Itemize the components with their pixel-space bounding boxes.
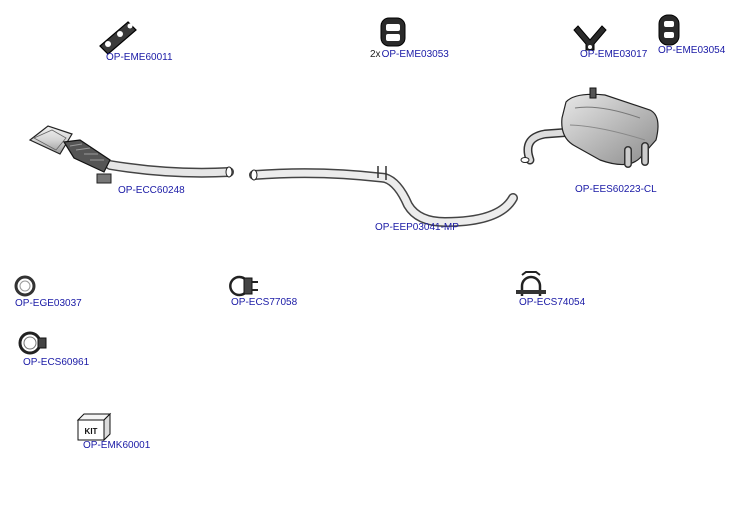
part-label-ees60223-cl[interactable]: OP-EES60223-CL [575, 184, 657, 195]
part-label-ecs77058[interactable]: OP-ECS77058 [231, 297, 298, 308]
rubber-mount-bar-icon[interactable] [99, 21, 137, 55]
u-bolt-clamp-icon[interactable] [516, 271, 546, 296]
part-label-ecs74054[interactable]: OP-ECS74054 [519, 297, 586, 308]
part-label-eme03054[interactable]: OP-EME03054 [658, 45, 726, 56]
part-label-ege03037[interactable]: OP-EGE03037 [15, 298, 82, 309]
gasket-ring-icon[interactable] [14, 275, 36, 297]
part-label-eme60011[interactable]: OP-EME60011 [106, 52, 173, 63]
part-label-emk60001[interactable]: OP-EMK60001 [83, 440, 151, 451]
part-label-eme03017[interactable]: OP-EME03017 [580, 49, 648, 60]
part-label-eme03053[interactable]: 2xOP-EME03053 [370, 49, 449, 60]
pipe-clamp-icon[interactable] [229, 275, 258, 297]
part-label-ecc60248[interactable]: OP-ECC60248 [118, 185, 185, 196]
rubber-mount-block-icon[interactable] [380, 17, 406, 47]
mounting-kit-box-icon[interactable]: KIT [76, 412, 112, 442]
catalytic-converter-icon[interactable] [28, 125, 234, 184]
middle-pipe-icon[interactable] [249, 166, 518, 228]
rear-silencer-icon[interactable] [520, 87, 659, 168]
part-label-ecs60961[interactable]: OP-ECS60961 [23, 357, 90, 368]
part-label-eep03041-mp[interactable]: OP-EEP03041-MP [375, 222, 459, 233]
rubber-ring-mount-icon[interactable] [658, 14, 680, 46]
y-hanger-mount-icon[interactable] [573, 25, 607, 51]
kit-icon-text: KIT [85, 427, 98, 436]
band-clamp-icon[interactable] [18, 331, 47, 355]
part-quantity: 2x [370, 49, 381, 60]
